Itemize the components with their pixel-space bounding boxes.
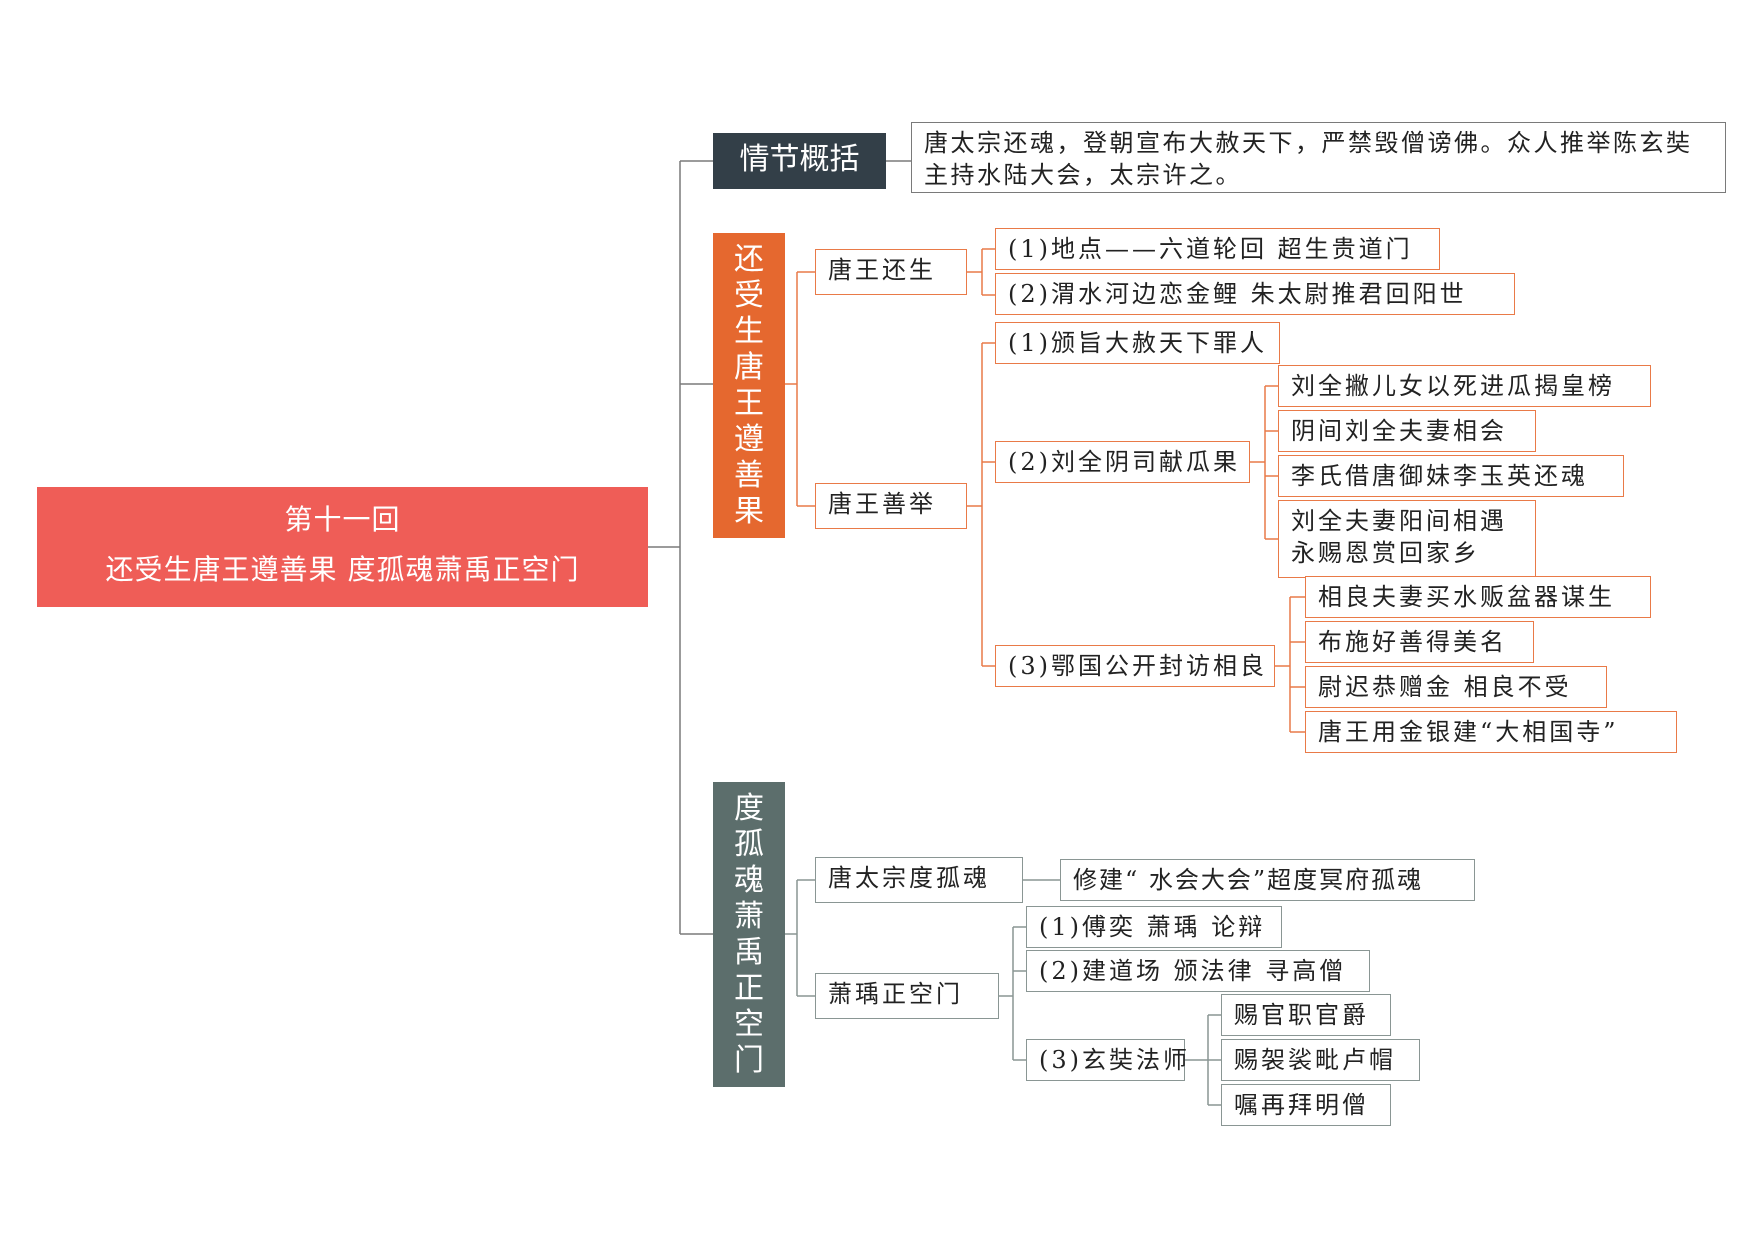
node-liuquan-3: 李氏借唐御妹李玉英还魂 (1278, 455, 1624, 497)
node-shanju-item-1: (1)颁旨大赦天下罪人 (995, 322, 1280, 364)
node-xiangliang-1: 相良夫妻买水贩盆器谋生 (1305, 576, 1651, 618)
node-xiaoyu-item-3: (3)玄奘法师 (1026, 1039, 1187, 1081)
node-xiangliang-4: 唐王用金银建“大相国寺” (1305, 711, 1677, 753)
node-liuquan-1: 刘全撇儿女以死进瓜揭皇榜 (1278, 365, 1651, 407)
section-2-header-label: 度孤魂萧禹正空门 (734, 790, 764, 1078)
section-2-header: 度孤魂萧禹正空门 (713, 782, 785, 1087)
node-liuquan-4: 刘全夫妻阳间相遇永赐恩赏回家乡 (1278, 500, 1536, 578)
node-liuquan-2: 阴间刘全夫妻相会 (1278, 410, 1536, 452)
node-xuanzang-3: 嘱再拜明僧 (1221, 1084, 1391, 1126)
root-topic: 第十一回 还受生唐王遵善果 度孤魂萧禹正空门 (37, 487, 648, 607)
node-shuihui-dahui: 修建“ 水会大会”超度冥府孤魂 (1060, 859, 1475, 901)
node-xuanzang-2: 赐袈裟毗卢帽 (1221, 1039, 1420, 1081)
node-xiaoyu-item-2: (2)建道场 颁法律 寻高僧 (1026, 950, 1370, 992)
node-huansheng-item-2: (2)渭水河边恋金鲤 朱太尉推君回阳世 (995, 273, 1515, 315)
node-tangwang-huansheng: 唐王还生 (815, 249, 967, 295)
root-title: 还受生唐王遵善果 度孤魂萧禹正空门 (105, 553, 580, 586)
node-shanju-item-2: (2)刘全阴司献瓜果 (995, 441, 1250, 483)
node-taizong-duguhun: 唐太宗度孤魂 (815, 857, 1023, 903)
summary-text: 唐太宗还魂，登朝宣布大赦天下，严禁毁僧谤佛。众人推举陈玄奘主持水陆大会，太宗许之… (911, 122, 1726, 193)
node-xuanzang-1: 赐官职官爵 (1221, 994, 1391, 1036)
section-1-header: 还受生唐王遵善果 (713, 233, 785, 538)
node-huansheng-item-1: (1)地点——六道轮回 超生贵道门 (995, 228, 1440, 270)
node-shanju-item-3: (3)鄂国公开封访相良 (995, 645, 1275, 687)
node-xiaoyu-item-1: (1)傅奕 萧瑀 论辩 (1026, 906, 1282, 948)
node-tangwang-shanju: 唐王善举 (815, 483, 967, 529)
node-xiaoyu-zhengkongmen: 萧瑀正空门 (815, 973, 999, 1019)
section-1-header-label: 还受生唐王遵善果 (734, 241, 764, 529)
root-chapter: 第十一回 (284, 503, 401, 536)
node-xiangliang-2: 布施好善得美名 (1305, 621, 1534, 663)
node-xiangliang-3: 尉迟恭赠金 相良不受 (1305, 666, 1607, 708)
summary-header: 情节概括 (713, 133, 886, 189)
